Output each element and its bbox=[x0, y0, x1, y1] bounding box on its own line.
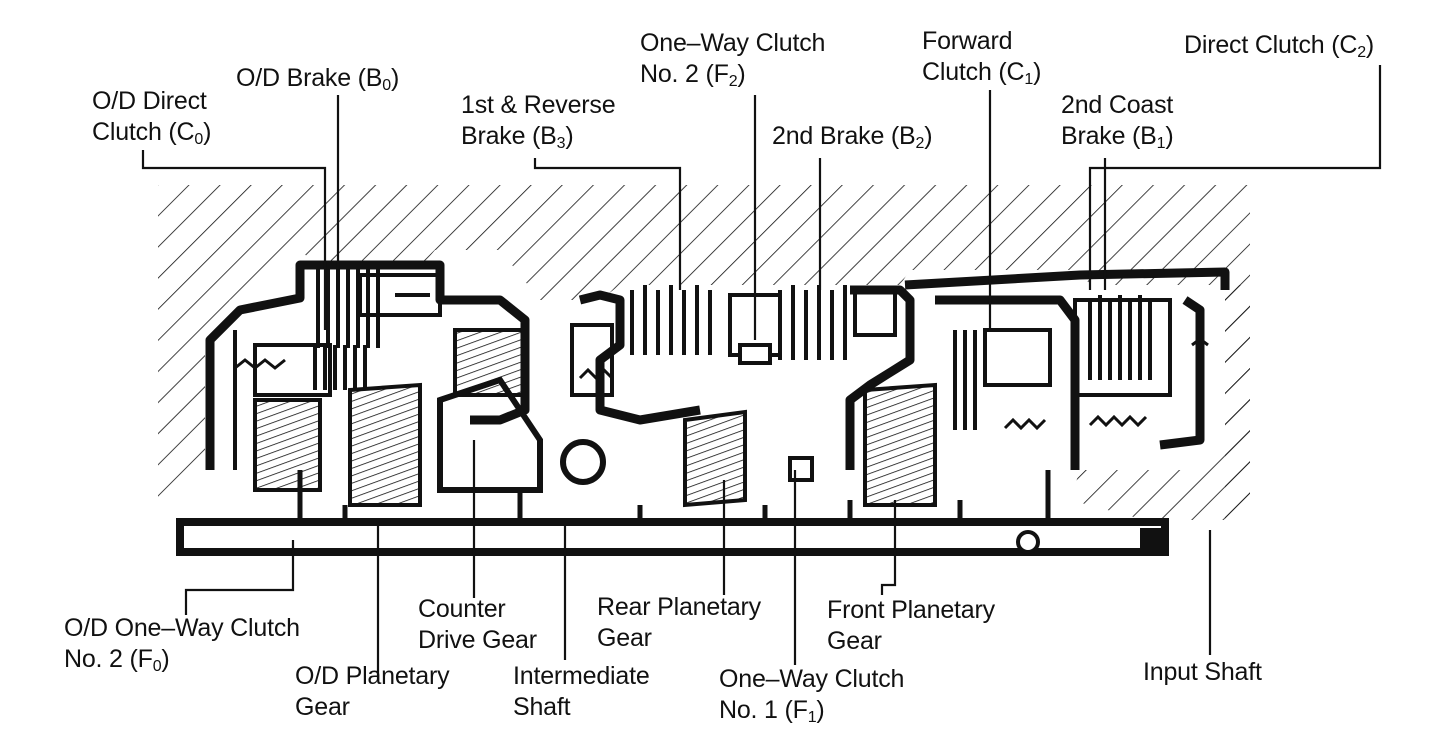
label-od-direct-clutch: O/D Direct Clutch (C0) bbox=[92, 87, 212, 148]
label-front-planetary-gear: Front Planetary Gear bbox=[827, 596, 995, 655]
main-shaft bbox=[176, 518, 1169, 556]
label-one-way-clutch-2: One–Way Clutch No. 2 (F2) bbox=[640, 29, 826, 90]
label-od-planetary-gear: O/D Planetary Gear bbox=[295, 662, 450, 721]
return-springs bbox=[234, 337, 1209, 431]
label-rear-planetary-gear: Rear Planetary Gear bbox=[597, 593, 761, 652]
label-forward-clutch: Forward Clutch (C1) bbox=[922, 27, 1042, 88]
counter-drive-gear bbox=[437, 376, 606, 493]
label-od-one-way-clutch: O/D One–Way Clutch No. 2 (F0) bbox=[64, 614, 300, 675]
label-direct-clutch: Direct Clutch (C2) bbox=[1184, 31, 1375, 61]
label-input-shaft: Input Shaft bbox=[1143, 658, 1262, 686]
label-one-way-clutch-1: One–Way Clutch No. 1 (F1) bbox=[719, 665, 905, 726]
label-od-brake: O/D Brake (B0) bbox=[236, 64, 400, 94]
planetary-gears bbox=[253, 328, 937, 508]
label-second-coast-brake: 2nd Coast Brake (B1) bbox=[1061, 91, 1174, 152]
label-counter-drive-gear: Counter Drive Gear bbox=[418, 595, 537, 654]
leader-lines bbox=[141, 65, 1382, 680]
label-first-reverse-brake: 1st & Reverse Brake (B3) bbox=[461, 91, 616, 152]
shaft-webs bbox=[297, 470, 1051, 522]
housing-hatch bbox=[158, 185, 1250, 520]
label-second-brake: 2nd Brake (B2) bbox=[772, 122, 933, 152]
label-intermediate-shaft: Intermediate Shaft bbox=[513, 662, 650, 721]
